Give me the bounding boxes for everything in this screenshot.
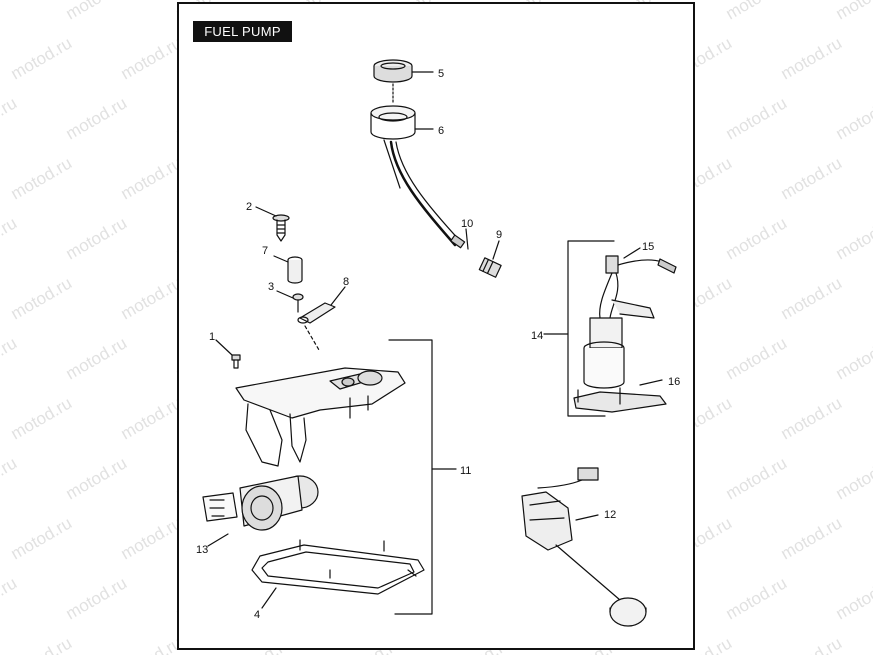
part-11-mounting-plate xyxy=(235,367,406,467)
leader-2 xyxy=(255,206,277,217)
part-12-level-sender xyxy=(521,467,647,627)
leader-10 xyxy=(465,228,469,250)
callout-2: 2 xyxy=(246,201,252,213)
leader-4 xyxy=(261,587,277,609)
callout-5: 5 xyxy=(438,68,444,80)
part-6-filler-neck xyxy=(370,105,416,189)
part-9-connector xyxy=(478,257,502,278)
callout-9: 9 xyxy=(496,229,502,241)
callout-14: 14 xyxy=(531,330,543,342)
leader-16 xyxy=(639,379,663,386)
bracket-14 xyxy=(567,240,615,417)
wire-harness xyxy=(389,140,457,247)
leader-1 xyxy=(215,339,233,356)
part-2-screw xyxy=(272,214,290,242)
callout-7: 7 xyxy=(262,245,268,257)
callout-10: 10 xyxy=(461,218,473,230)
part-8-bracket xyxy=(297,302,336,324)
leader-13 xyxy=(207,533,229,547)
leader-12 xyxy=(575,514,599,521)
part-5-fuel-cap xyxy=(373,59,413,103)
part-3-grommet xyxy=(292,293,304,313)
leader-15 xyxy=(623,247,641,259)
callout-3: 3 xyxy=(268,281,274,293)
part-10-connector xyxy=(450,234,466,249)
part-4-gasket xyxy=(251,539,425,595)
callout-6: 6 xyxy=(438,125,444,137)
callout-1: 1 xyxy=(209,331,215,343)
part-13-pump-motor xyxy=(202,475,319,531)
leader-7 xyxy=(273,255,289,263)
part-1-bolt xyxy=(231,354,241,369)
leader-9 xyxy=(492,240,500,260)
callout-13: 13 xyxy=(196,544,208,556)
callout-8: 8 xyxy=(343,276,349,288)
part-16-pump-module xyxy=(573,299,667,413)
callout-11: 11 xyxy=(460,465,471,477)
callout-4: 4 xyxy=(254,609,260,621)
bracket-11 xyxy=(388,339,433,615)
leader-3 xyxy=(276,290,294,299)
callout-15: 15 xyxy=(642,241,654,253)
leader-8 xyxy=(330,286,346,306)
part-15-harness-connector xyxy=(599,255,677,319)
callout-12: 12 xyxy=(604,509,616,521)
callout-16: 16 xyxy=(668,376,680,388)
diagram-title: FUEL PUMP xyxy=(193,21,292,42)
part-7-sleeve xyxy=(287,256,303,284)
